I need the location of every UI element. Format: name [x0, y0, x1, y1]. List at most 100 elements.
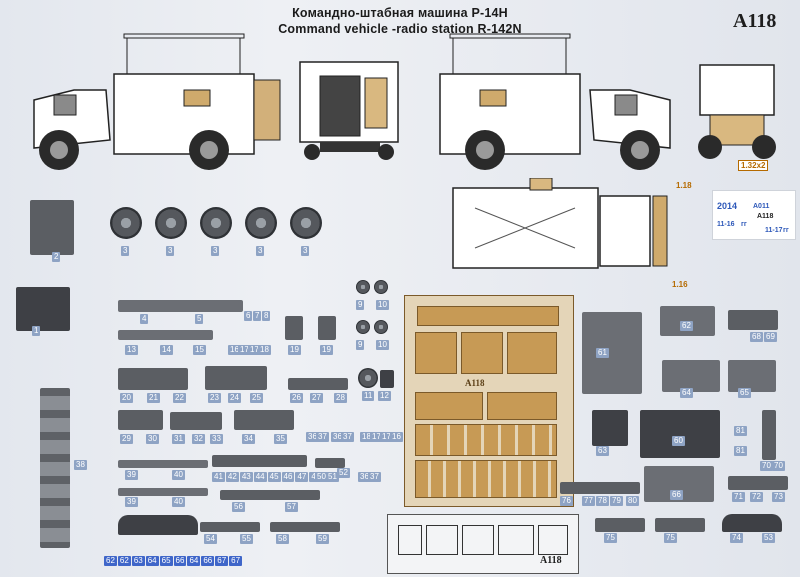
label-60: 60	[672, 436, 685, 446]
photo-etch-fret: A118	[404, 295, 574, 507]
part-12	[380, 370, 394, 388]
part-56-57	[220, 490, 320, 500]
decal-number-2: 11-17	[765, 227, 783, 234]
label-74: 74	[730, 533, 743, 543]
pe-top-strip	[417, 306, 559, 326]
label-66: 66	[670, 490, 683, 500]
tire-3	[200, 207, 232, 239]
label-11: 11	[362, 391, 375, 401]
label-26: 26	[290, 393, 303, 403]
window-2	[426, 525, 458, 555]
top-dimension-rear: 1.16	[672, 280, 688, 289]
decal-code: A011	[753, 203, 770, 210]
part-23-25	[205, 366, 267, 390]
part-68-69	[728, 310, 778, 330]
part-20-22	[118, 368, 188, 390]
label-46: 46	[281, 472, 295, 482]
truck-left-view	[33, 33, 281, 170]
label-69: 69	[764, 332, 777, 342]
label-38: 38	[74, 460, 87, 470]
part-75a	[595, 518, 645, 532]
label-47: 47	[295, 472, 309, 482]
label-3: 3	[121, 246, 130, 256]
window-5	[538, 525, 568, 555]
decal-number-1: 11-16	[717, 221, 735, 228]
part-39-40b	[118, 488, 208, 496]
clear-film: A118	[387, 514, 579, 574]
part-19b	[318, 316, 336, 340]
label-64: 64	[680, 388, 693, 398]
label-34: 34	[242, 434, 255, 444]
label-29: 29	[120, 434, 133, 444]
truck-front-view	[698, 64, 776, 159]
label-61: 61	[596, 348, 609, 358]
truck-rear-view	[299, 61, 399, 160]
pe-panel	[461, 332, 503, 374]
tire-1	[110, 207, 142, 239]
label-21: 21	[147, 393, 160, 403]
part-41-49	[212, 455, 307, 467]
label-57: 57	[285, 502, 298, 512]
label-28: 28	[334, 393, 347, 403]
label-3: 3	[301, 246, 310, 256]
sprue-number: 62	[104, 556, 117, 566]
part-75b	[655, 518, 705, 532]
label-45: 45	[267, 472, 281, 482]
label-36: 36	[358, 472, 371, 482]
label-44: 44	[253, 472, 267, 482]
label-3: 3	[166, 246, 175, 256]
part-50-52	[315, 458, 345, 468]
part-11	[358, 368, 378, 388]
label-10: 10	[376, 340, 389, 350]
decal-gg-1: гг	[741, 221, 747, 228]
label-19: 19	[288, 345, 301, 355]
tire-2	[155, 207, 187, 239]
label-16: 16	[228, 345, 241, 355]
label-68: 68	[750, 332, 763, 342]
part-58-59	[270, 522, 340, 532]
sprue-number: 62	[117, 556, 131, 566]
label-54: 54	[204, 534, 217, 544]
label-39: 39	[125, 470, 138, 480]
label-6: 6	[244, 311, 253, 321]
label-42: 42	[225, 472, 239, 482]
front-scale-label: 1.32x2	[738, 160, 769, 171]
label-81: 81	[734, 426, 747, 436]
sprue-numbers: 62 62 63 64 65 66 64 66 67 67	[104, 556, 243, 566]
label-39: 39	[125, 497, 138, 507]
label-40: 40	[172, 497, 185, 507]
label-15: 15	[193, 345, 206, 355]
label-12: 12	[378, 391, 391, 401]
part-71-73	[728, 476, 788, 490]
part-53-frame	[118, 515, 198, 535]
label-23: 23	[208, 393, 221, 403]
part-70	[762, 410, 776, 460]
part-29-30	[118, 410, 163, 430]
part-9	[356, 280, 370, 294]
label-32: 32	[192, 434, 205, 444]
label-24: 24	[228, 393, 241, 403]
part-9b	[356, 320, 370, 334]
part-10b	[374, 320, 388, 334]
truck-top-view	[452, 178, 668, 269]
sprue-number: 64	[187, 556, 201, 566]
label-78: 78	[596, 496, 609, 506]
part-19	[285, 316, 303, 340]
film-brand: A118	[540, 555, 562, 566]
label-71: 71	[732, 492, 745, 502]
part-61	[582, 312, 642, 394]
label-8: 8	[262, 311, 271, 321]
label-17: 17	[370, 432, 383, 442]
sprue-number: 67	[215, 556, 229, 566]
window-3	[462, 525, 494, 555]
label-17: 17	[238, 345, 251, 355]
part-54-55	[200, 522, 260, 532]
label-4: 4	[140, 314, 149, 324]
label-20: 20	[120, 393, 133, 403]
label-22: 22	[173, 393, 186, 403]
label-17: 17	[380, 432, 393, 442]
pe-hatches	[415, 460, 557, 498]
part-64	[662, 360, 720, 392]
tire-5	[290, 207, 322, 239]
